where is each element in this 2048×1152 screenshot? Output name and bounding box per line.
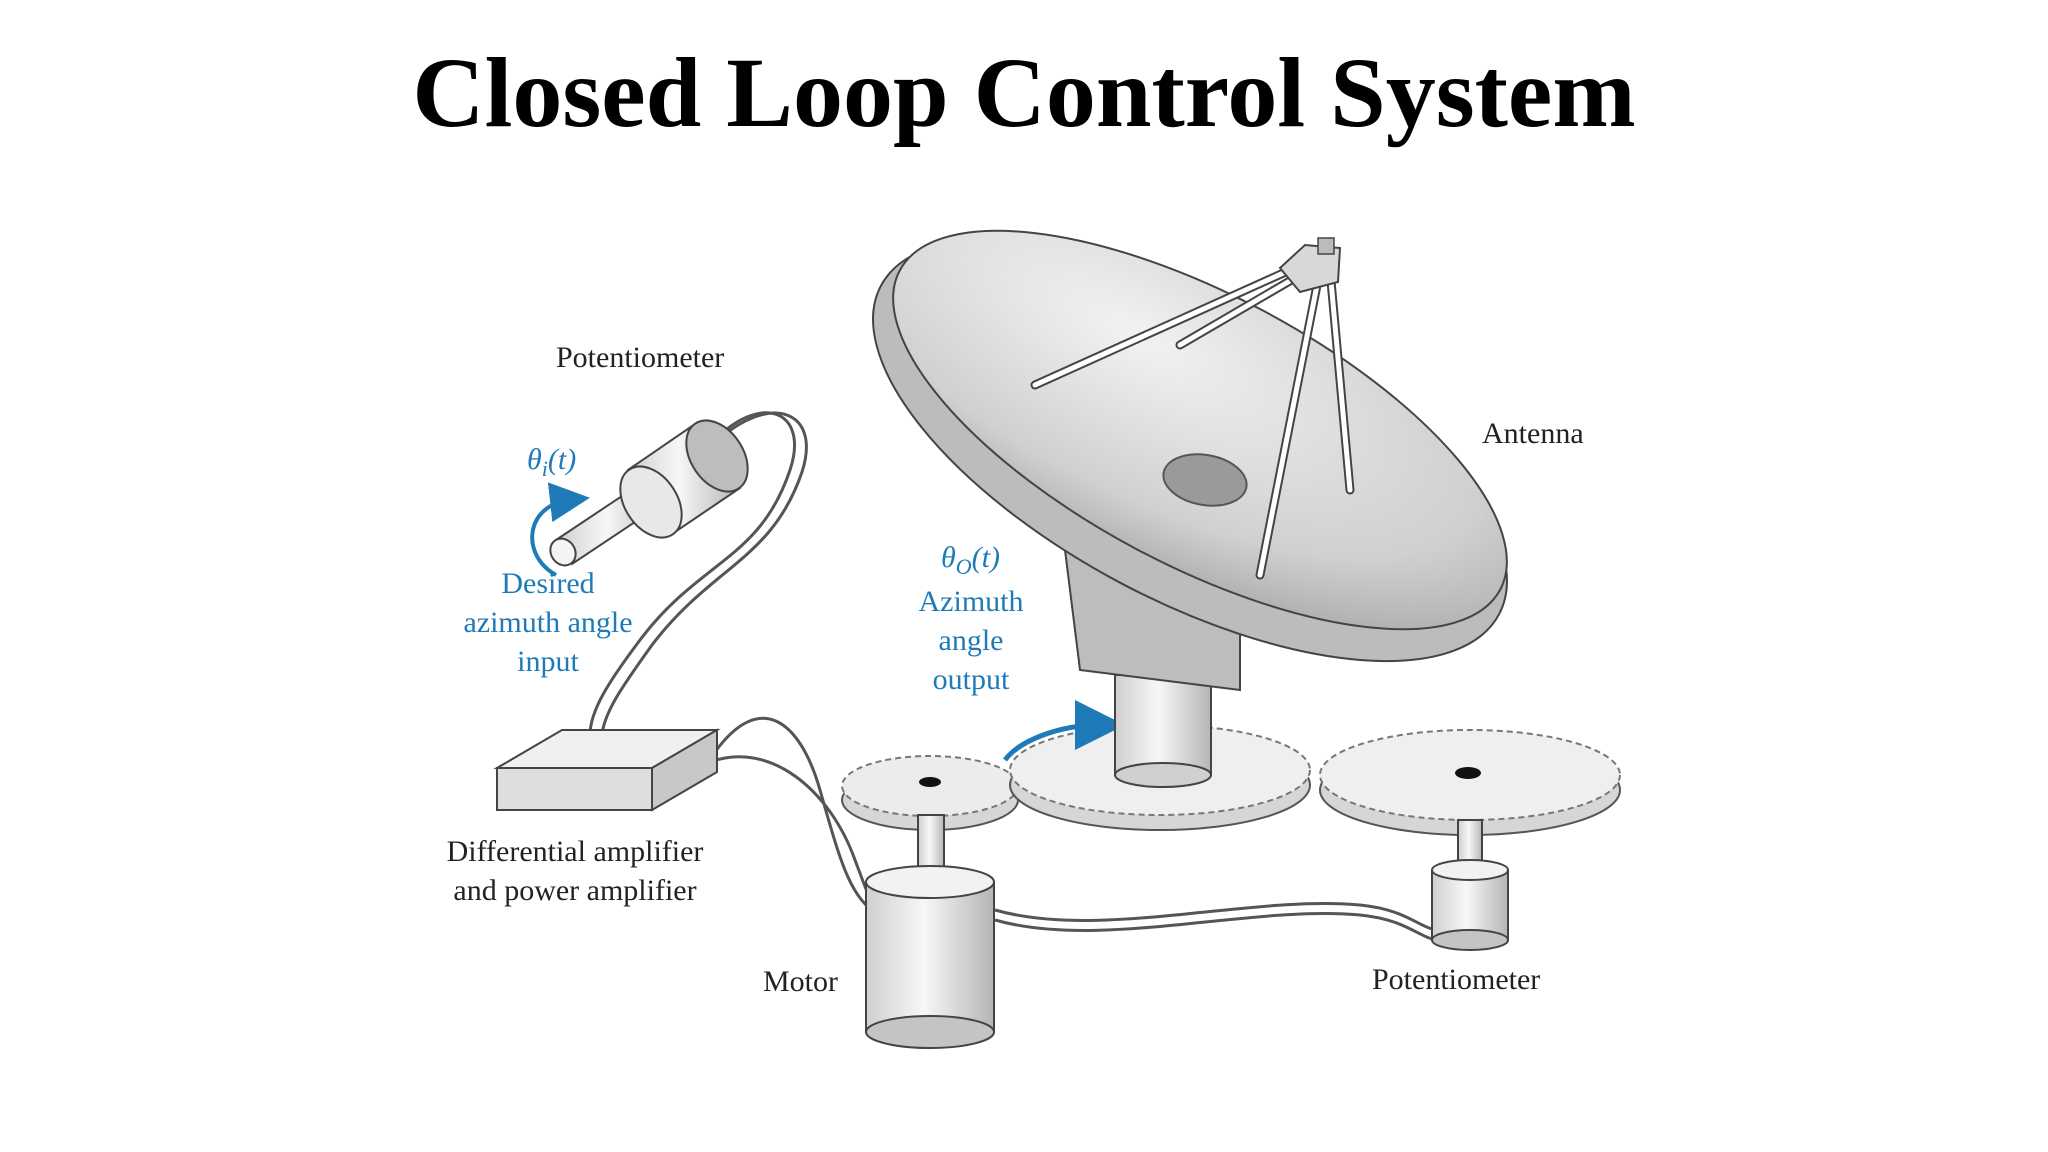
theta-o-subscript: O	[955, 554, 972, 579]
output-rotation-arrow	[1003, 700, 1125, 762]
amplifier-line-2: and power amplifier	[453, 874, 697, 907]
azimuth-line-2: angle	[938, 624, 1004, 657]
label-input-potentiometer: Potentiometer	[556, 341, 725, 374]
label-antenna: Antenna	[1482, 417, 1584, 450]
azimuth-line-1: Azimuth	[918, 585, 1024, 618]
label-amplifier: Differential amplifier and power amplifi…	[425, 832, 725, 910]
label-motor: Motor	[763, 965, 838, 998]
output-potentiometer	[1431, 819, 1509, 951]
label-theta-i: θi(t)	[527, 440, 576, 484]
wires	[588, 411, 1441, 942]
theta-i-symbol: θ	[527, 443, 542, 476]
input-potentiometer	[530, 419, 749, 577]
motor	[865, 814, 995, 1049]
amplifier-box	[493, 728, 721, 812]
label-theta-o: θO(t)	[941, 538, 1000, 582]
theta-o-arg: (t)	[971, 541, 1000, 574]
label-azimuth-output: Azimuth angle output	[906, 582, 1036, 699]
label-desired-input: Desired azimuth angle input	[448, 564, 648, 681]
theta-i-subscript: i	[541, 456, 548, 481]
desired-line-2: azimuth angle	[463, 606, 633, 639]
gears	[841, 724, 1621, 836]
antenna	[872, 229, 1508, 788]
azimuth-line-3: output	[932, 663, 1010, 696]
theta-o-symbol: θ	[941, 541, 956, 574]
amplifier-line-1: Differential amplifier	[446, 835, 704, 868]
label-output-potentiometer: Potentiometer	[1372, 963, 1541, 996]
desired-line-1: Desired	[501, 567, 595, 600]
theta-i-arg: (t)	[547, 443, 577, 476]
desired-line-3: input	[517, 645, 579, 678]
slide-title: Closed Loop Control System	[412, 37, 1636, 148]
